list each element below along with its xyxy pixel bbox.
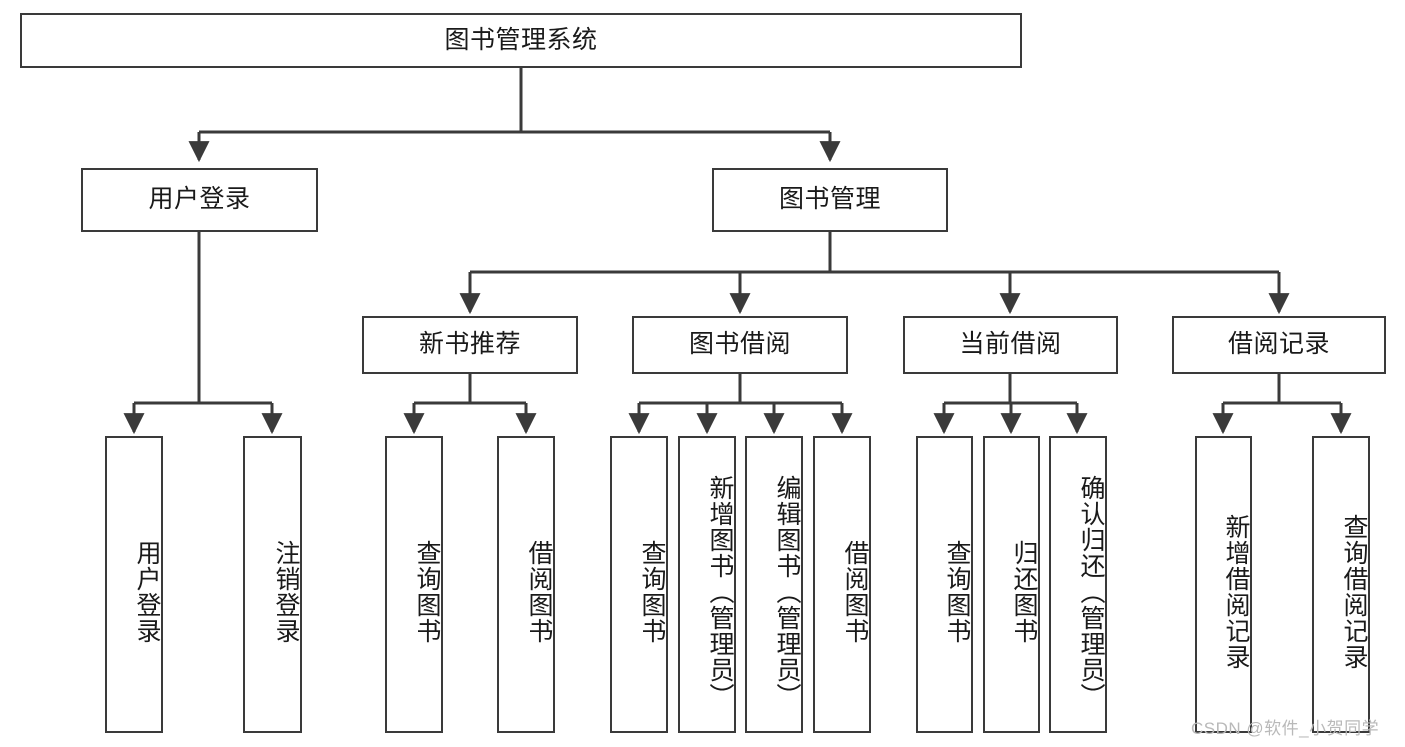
node-label: 当前借阅 — [959, 330, 1062, 359]
node-user-login[interactable]: 用户登录 — [81, 168, 318, 232]
node-label: 借阅记录 — [1227, 330, 1330, 359]
node-book-borrow[interactable]: 图书借阅 — [632, 316, 848, 374]
node-leaf-query-record[interactable]: 查询借阅记录 — [1312, 436, 1370, 733]
node-label: 查询图书 — [413, 539, 441, 644]
node-root-system[interactable]: 图书管理系统 — [20, 13, 1022, 68]
node-label: 用户登录 — [133, 539, 161, 644]
node-new-book-rec[interactable]: 新书推荐 — [362, 316, 578, 374]
node-leaf-query-book-1[interactable]: 查询图书 — [385, 436, 443, 733]
node-label: 新增图书（管理员） — [706, 474, 734, 709]
node-leaf-borrow-book-1[interactable]: 借阅图书 — [497, 436, 555, 733]
node-label: 用户登录 — [148, 185, 251, 214]
node-leaf-return-book[interactable]: 归还图书 — [983, 436, 1040, 733]
node-label: 编辑图书（管理员） — [773, 474, 801, 709]
node-leaf-edit-book[interactable]: 编辑图书（管理员） — [745, 436, 803, 733]
node-label: 注销登录 — [272, 539, 300, 644]
node-borrow-record[interactable]: 借阅记录 — [1172, 316, 1386, 374]
node-leaf-logout[interactable]: 注销登录 — [243, 436, 302, 733]
node-label: 图书管理 — [778, 185, 881, 214]
node-label: 借阅图书 — [525, 539, 553, 644]
node-label: 新增借阅记录 — [1222, 513, 1250, 670]
node-leaf-confirm-return[interactable]: 确认归还（管理员） — [1049, 436, 1107, 733]
node-leaf-add-record[interactable]: 新增借阅记录 — [1195, 436, 1252, 733]
node-label: 查询图书 — [638, 539, 666, 644]
node-leaf-query-book-2[interactable]: 查询图书 — [610, 436, 668, 733]
node-leaf-add-book[interactable]: 新增图书（管理员） — [678, 436, 736, 733]
node-current-borrow[interactable]: 当前借阅 — [903, 316, 1118, 374]
node-label: 归还图书 — [1010, 539, 1038, 644]
node-leaf-query-book-3[interactable]: 查询图书 — [916, 436, 973, 733]
node-label: 图书管理系统 — [444, 25, 598, 54]
node-label: 查询借阅记录 — [1340, 513, 1368, 670]
node-label: 图书借阅 — [688, 330, 791, 359]
node-leaf-borrow-book-2[interactable]: 借阅图书 — [813, 436, 871, 733]
node-label: 确认归还（管理员） — [1077, 474, 1105, 709]
csdn-watermark: CSDN @软件_小贺同学 — [1191, 719, 1380, 738]
node-label: 查询图书 — [943, 539, 971, 644]
node-book-manage[interactable]: 图书管理 — [712, 168, 948, 232]
node-label: 新书推荐 — [418, 330, 521, 359]
node-leaf-user-login[interactable]: 用户登录 — [105, 436, 163, 733]
node-label: 借阅图书 — [841, 539, 869, 644]
